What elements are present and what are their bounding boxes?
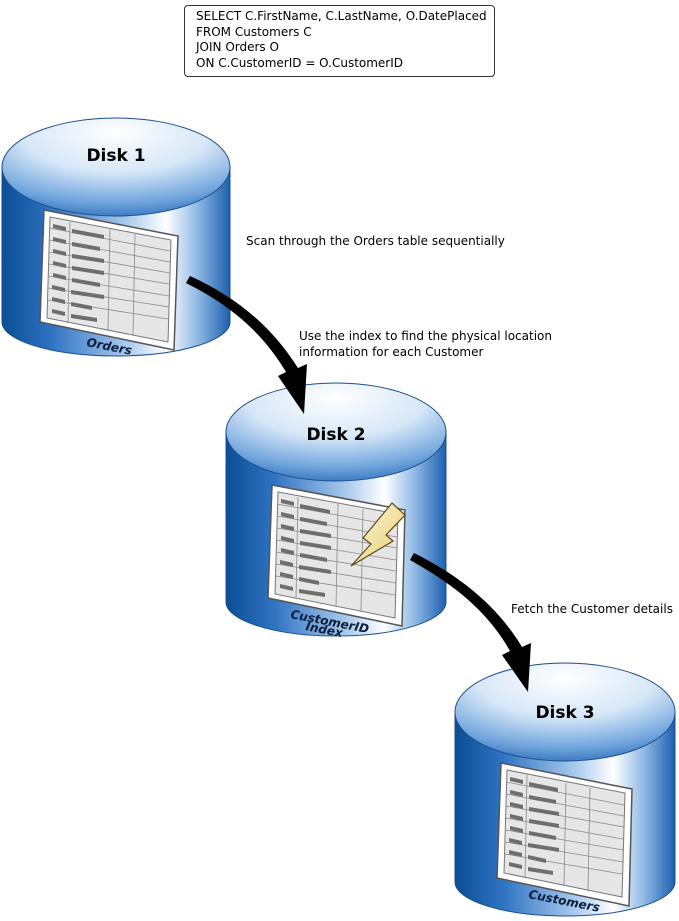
note-fetch-customer: Fetch the Customer details bbox=[511, 602, 673, 616]
orders-table-icon bbox=[39, 209, 179, 351]
sql-line-3: JOIN Orders O bbox=[196, 40, 279, 54]
sql-query-box: SELECT C.FirstName, C.LastName, O.DatePl… bbox=[184, 5, 495, 77]
arrow-disk1-to-disk2 bbox=[186, 276, 307, 414]
note-scan-orders: Scan through the Orders table sequential… bbox=[246, 234, 505, 248]
sql-line-2: FROM Customers C bbox=[196, 24, 312, 39]
sql-line-4: ON C.CustomerID = O.CustomerID bbox=[196, 55, 404, 70]
arrow-disk2-to-disk3 bbox=[410, 553, 531, 692]
disk-1: Disk 1 bbox=[1, 117, 231, 358]
customers-table-icon bbox=[496, 762, 633, 907]
sql-line-1: SELECT C.FirstName, C.LastName, O.DatePl… bbox=[196, 9, 487, 23]
note-index-line-1: Use the index to find the physical locat… bbox=[299, 329, 552, 343]
lightning-bolt-icon bbox=[350, 502, 406, 567]
disk-2: Disk 2 bbox=[225, 382, 447, 640]
disk-2-title: Disk 2 bbox=[306, 425, 365, 445]
disk-1-title: Disk 1 bbox=[86, 146, 145, 166]
note-index-line-2: information for each Customer bbox=[299, 345, 484, 359]
disk-3: Disk 3 bbox=[454, 662, 676, 917]
disk-3-title: Disk 3 bbox=[535, 703, 594, 723]
customerid-index-table-icon bbox=[267, 484, 406, 627]
